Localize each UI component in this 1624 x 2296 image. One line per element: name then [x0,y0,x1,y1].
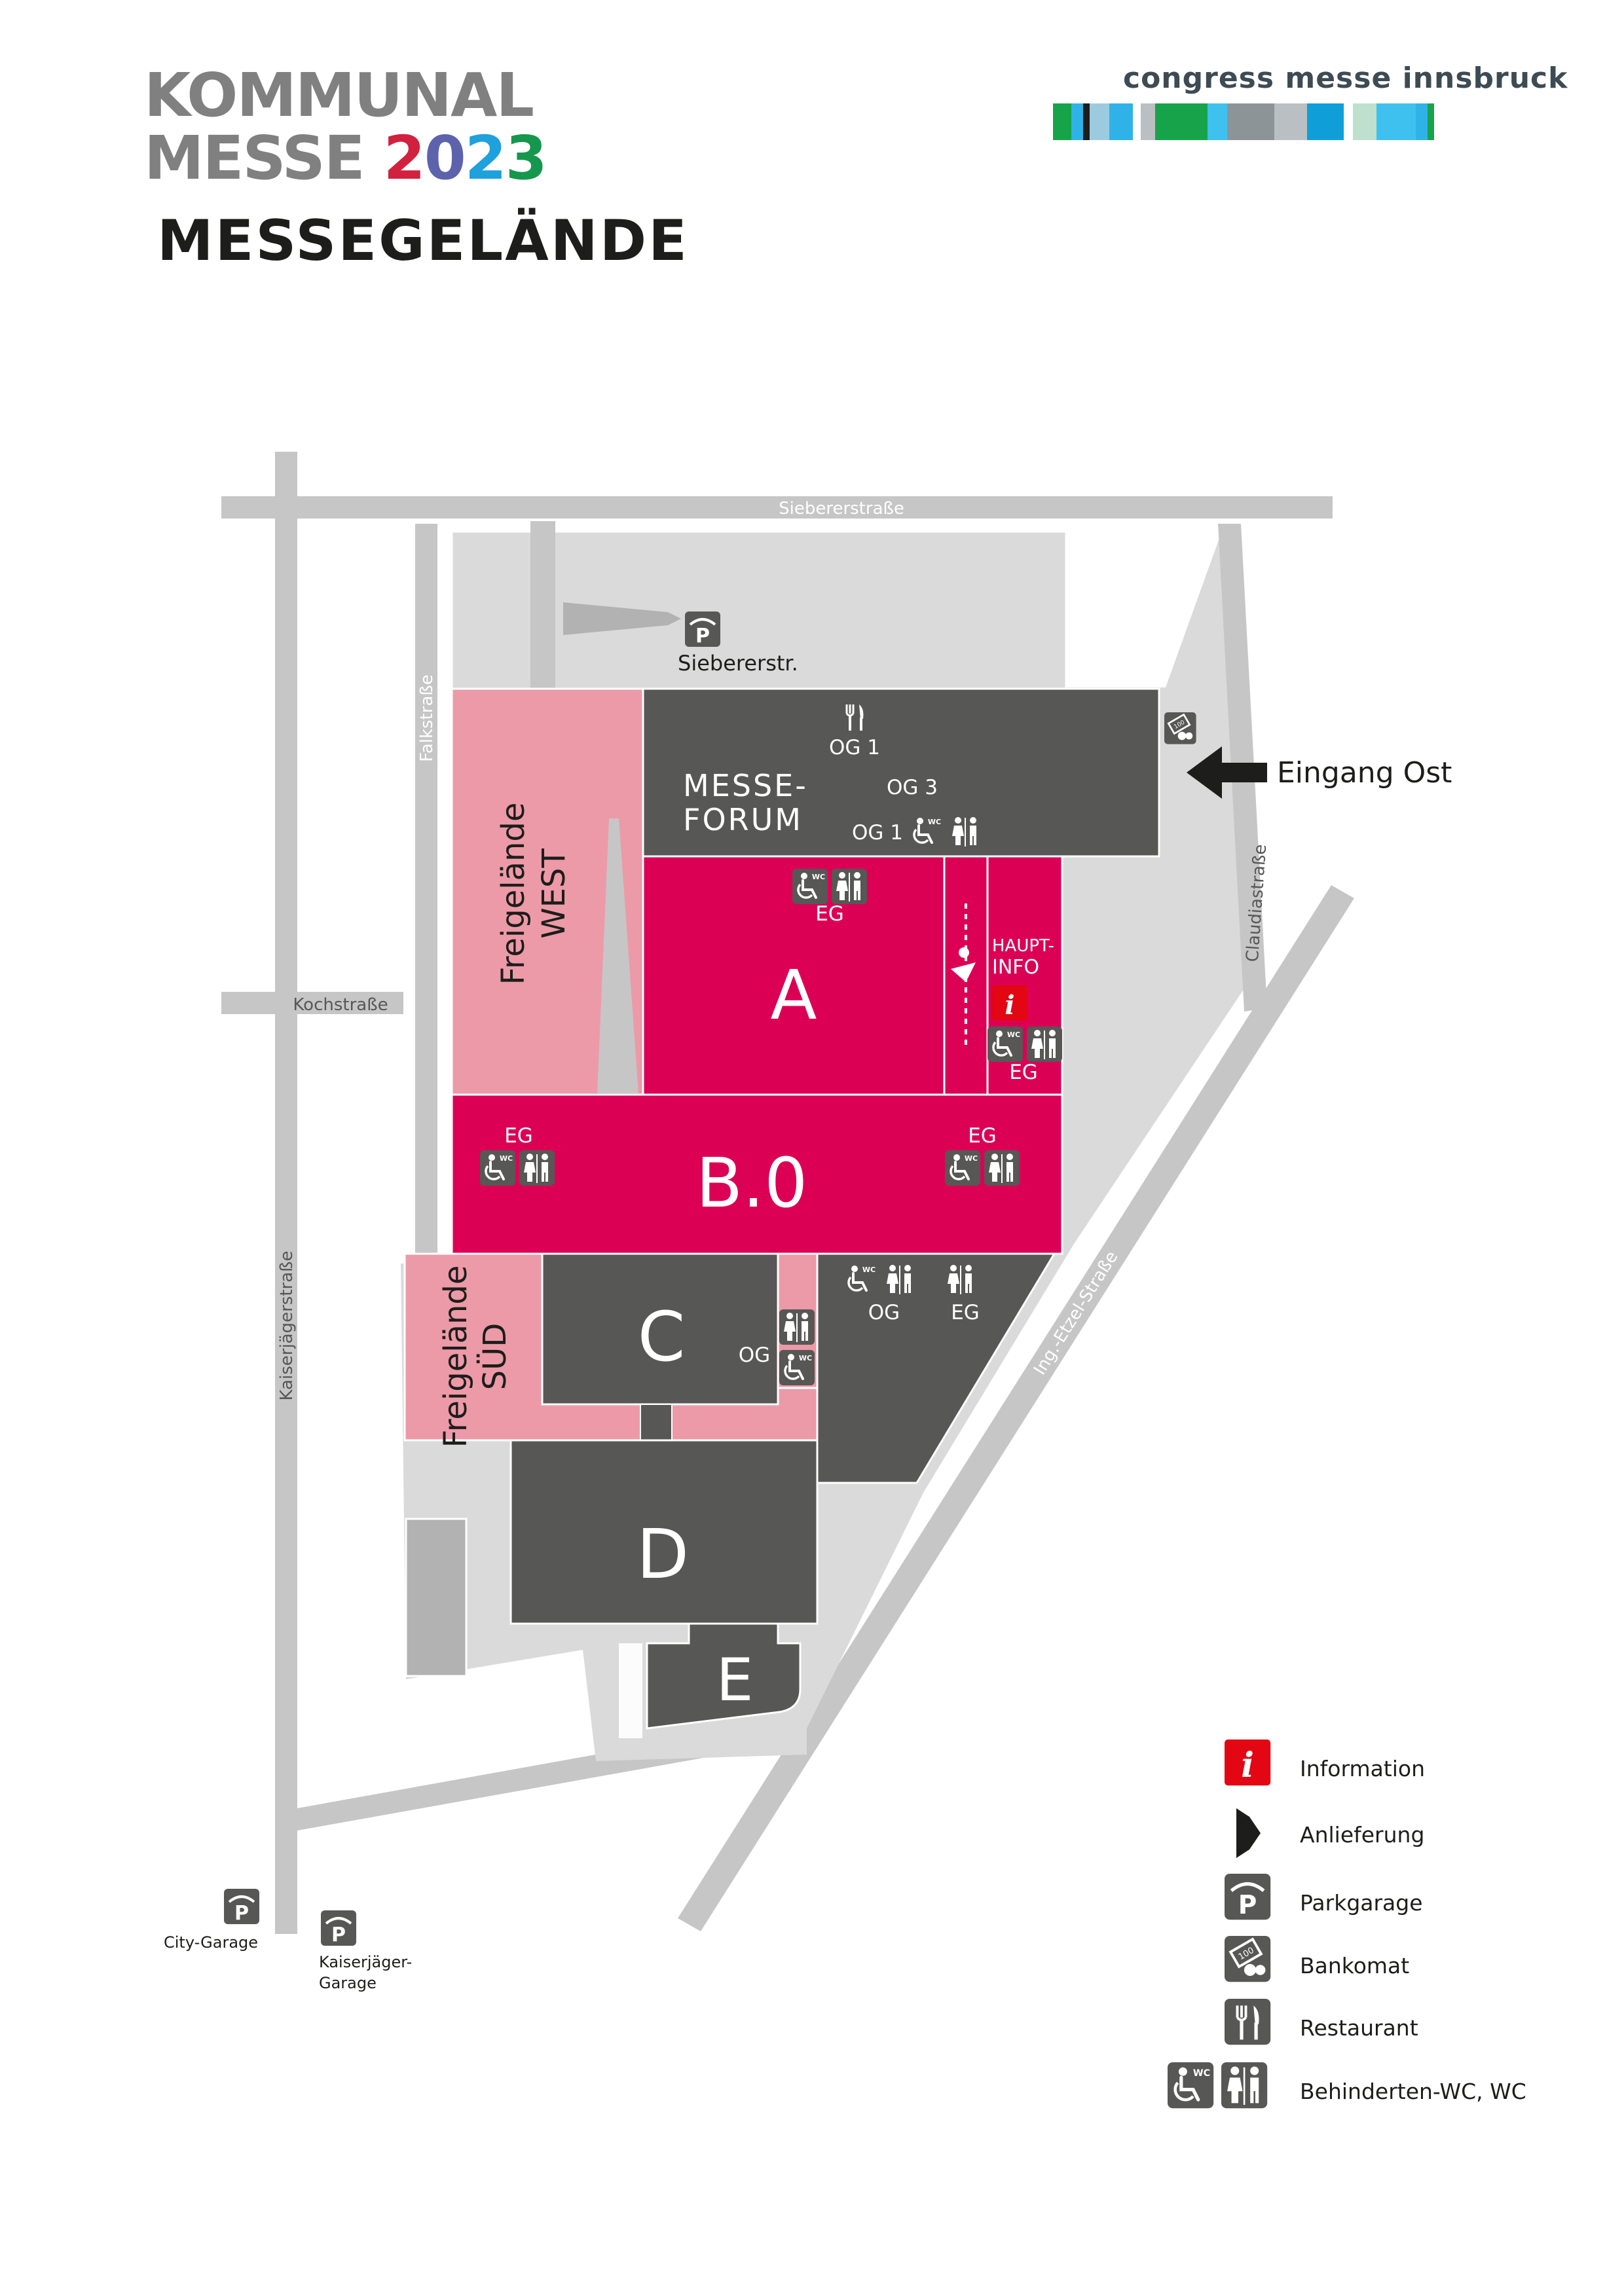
wc-icon[interactable] [779,1309,815,1345]
label-freigelaende-sued-1: Freigelände [437,1266,474,1448]
label-kaiserjaeger-garage-2: Garage [319,1974,377,1992]
wc-accessible-icon[interactable] [479,1149,517,1187]
atm-icon[interactable] [1163,711,1197,745]
restaurant-icon[interactable] [836,698,874,736]
wc-icon [1221,2062,1268,2109]
road-ing-etzel-strasse [678,885,1354,1931]
logo-year: 2023 [383,123,547,193]
logo-year-digit: 3 [505,123,547,193]
logo-messe-year: MESSE 2023 [144,123,547,193]
label-freigelaende-west-1: Freigelände [495,803,532,985]
label-entrance: Eingang Ost [1277,756,1452,790]
passage-marker [951,903,976,1048]
wc-accessible-icon[interactable] [841,1260,879,1298]
legend-label-anlieferung: Anlieferung [1300,1822,1425,1848]
wc-icon[interactable] [832,869,867,904]
wc-accessible-icon[interactable] [907,812,945,850]
label-hauptinfo-1: HAUPT- [992,936,1054,956]
wc-icon[interactable] [948,814,983,849]
wc-icon[interactable] [519,1150,555,1186]
wc-icon[interactable] [943,1262,978,1297]
label-messeforum-2: FORUM [683,802,803,837]
logo-kommunal: KOMMUNAL [144,60,534,130]
label-freigelaende-west-2: WEST [536,848,572,939]
logo-year-digit: 0 [424,123,466,193]
legend-label-bankomat: Bankomat [1300,1953,1410,1978]
floor-label: EG [951,1301,980,1324]
parking-icon[interactable] [320,1909,358,1948]
hall-messeforum[interactable] [642,687,1160,858]
label-kaiserjaeger-garage-1: Kaiserjäger- [319,1953,412,1971]
wc-icon[interactable] [984,1150,1020,1186]
legend-label-wc: Behinderten-WC, WC [1300,2079,1526,2104]
hall-bc-connector[interactable] [816,1252,1056,1484]
label-hall-c: C [638,1297,686,1377]
floor-label: OG 1 [852,821,903,845]
floor-label: OG 1 [829,736,880,759]
label-parking-siebererstr: Siebererstr. [678,651,798,676]
road-siebererstrasse [221,496,1333,519]
label-hall-d: D [637,1514,689,1594]
atm-icon [1223,1935,1272,1984]
label-messeforum-1: MESSE- [683,768,808,803]
label-siebererstrasse: Siebererstraße [779,499,904,519]
roads [221,452,1354,1934]
floor-label: EG [504,1124,533,1148]
wc-accessible-icon [1168,2062,1213,2108]
legend-icons [1168,1740,1270,2108]
delivery-arrow-icon [1236,1808,1261,1858]
legend-label-parkgarage: Parkgarage [1300,1890,1423,1916]
page-title: MESSEGELÄNDE [157,208,689,274]
label-hauptinfo-2: INFO [992,956,1039,979]
restaurant-icon [1223,1997,1272,2047]
organizer-logo: congress messe innsbruck [1123,62,1568,95]
info-icon [1224,1740,1271,1786]
floor-label: OG [739,1343,770,1367]
label-kaiserjaegerstrasse: Kaiserjägerstraße [277,1250,297,1400]
parking-garage-icon [1225,1874,1270,1920]
label-kochstrasse: Kochstraße [293,995,388,1015]
info-icon[interactable] [992,985,1027,1021]
logo-messe: MESSE [144,123,365,193]
entrance-arrow-icon [1187,746,1267,799]
label-hall-e: E [716,1646,754,1715]
parking-lot [405,1518,468,1677]
legend-label-information: Information [1300,1756,1426,1781]
logo-year-digit: 2 [383,123,426,193]
floor-label: OG [868,1301,900,1324]
wc-accessible-icon[interactable] [986,1025,1024,1063]
hall-d[interactable] [509,1439,819,1625]
floor-label: EG [968,1124,997,1148]
wc-icon[interactable] [1027,1027,1062,1062]
road-kaiserjaegerstrasse [275,452,297,1934]
hall-e[interactable] [646,1622,802,1730]
parking-icon[interactable] [684,610,722,649]
wc-accessible-icon[interactable] [791,867,829,905]
label-hall-b0: B.0 [696,1143,808,1223]
logo-year-digit: 2 [464,123,507,193]
label-hall-a: A [770,955,817,1035]
floor-label: OG 3 [887,776,938,799]
road-falkstrasse [415,524,437,1254]
hall-c[interactable] [541,1252,779,1406]
road-kochstrasse [221,992,403,1014]
label-city-garage: City-Garage [164,1933,258,1952]
floor-label: EG [815,902,844,926]
floor-label: EG [1009,1061,1038,1084]
wc-accessible-icon[interactable] [778,1349,816,1387]
wc-accessible-icon[interactable] [944,1149,982,1187]
legend-label-restaurant: Restaurant [1300,2015,1418,2041]
label-freigelaende-sued-2: SÜD [477,1323,513,1391]
label-falkstrasse: Falkstraße [417,674,437,762]
parking-icon[interactable] [223,1887,261,1926]
wc-icon[interactable] [882,1262,917,1297]
organizer-color-stripe [1053,103,1434,140]
